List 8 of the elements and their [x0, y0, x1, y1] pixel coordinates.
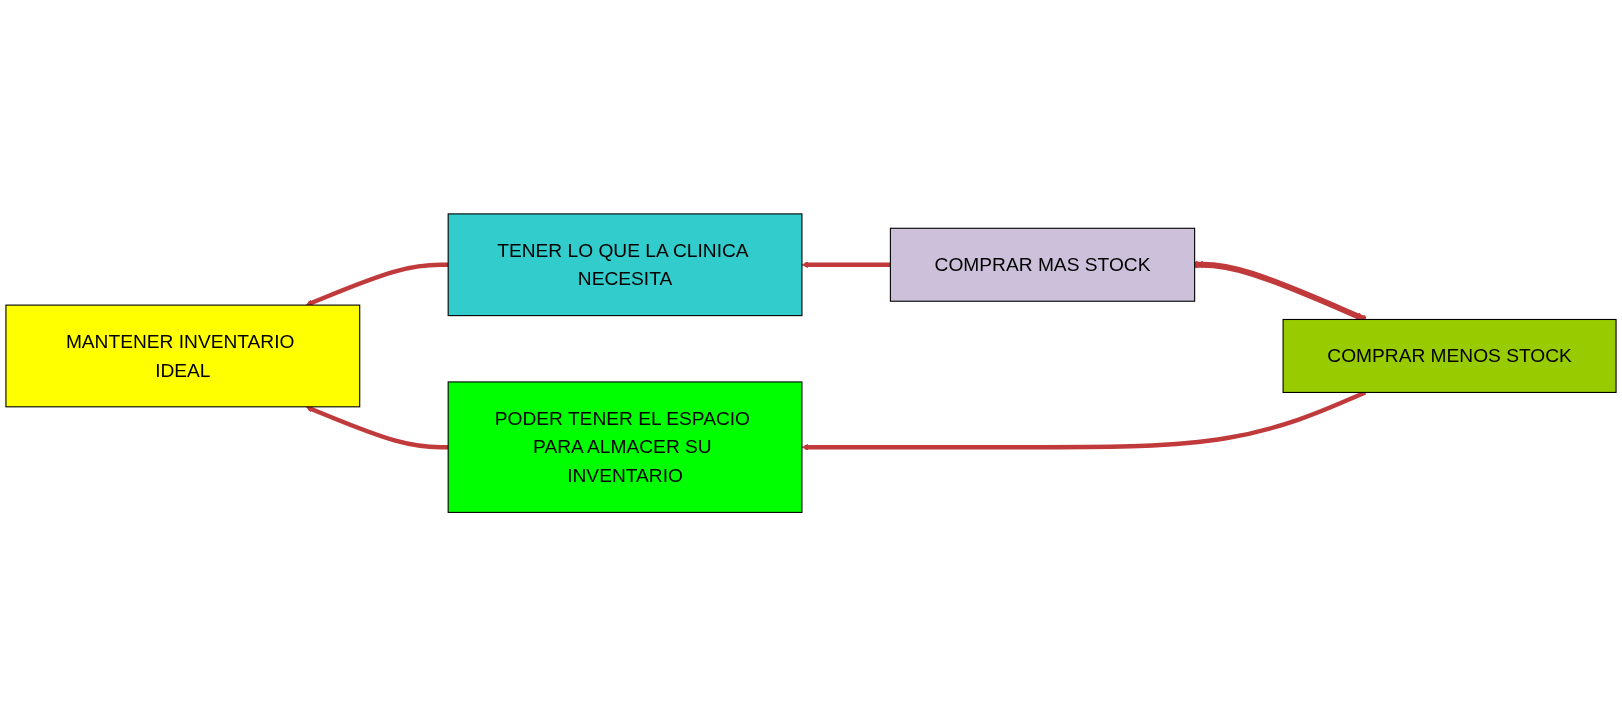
arrow	[801, 261, 891, 268]
arrow	[305, 405, 449, 450]
node-box: PODER TENER EL ESPACIO PARA ALMACER SU INVENTARIO	[447, 381, 803, 513]
node-box: TENER LO QUE LA CLINICA NECESITA	[447, 213, 803, 316]
arrow	[305, 262, 449, 306]
node-box: COMPRAR MENOS STOCK	[1282, 318, 1617, 393]
node-box: COMPRAR MAS STOCK	[889, 227, 1196, 302]
node-box: MANTENER INVENTARIO IDEAL	[5, 304, 361, 408]
